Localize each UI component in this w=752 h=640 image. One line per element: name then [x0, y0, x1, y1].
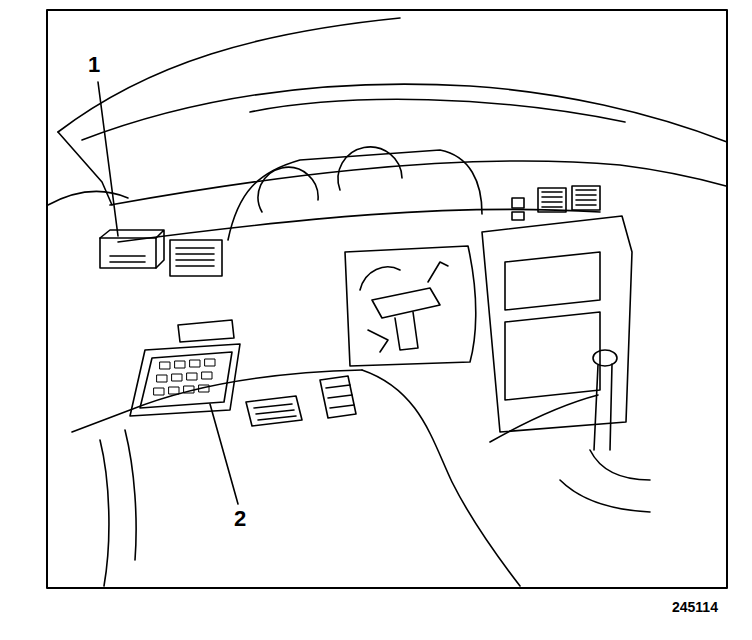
leader-line [98, 82, 118, 236]
callout-number: 2 [234, 508, 246, 530]
figure-number: 245114 [672, 600, 718, 614]
leader-line [210, 404, 238, 504]
callout-number: 1 [88, 54, 100, 76]
